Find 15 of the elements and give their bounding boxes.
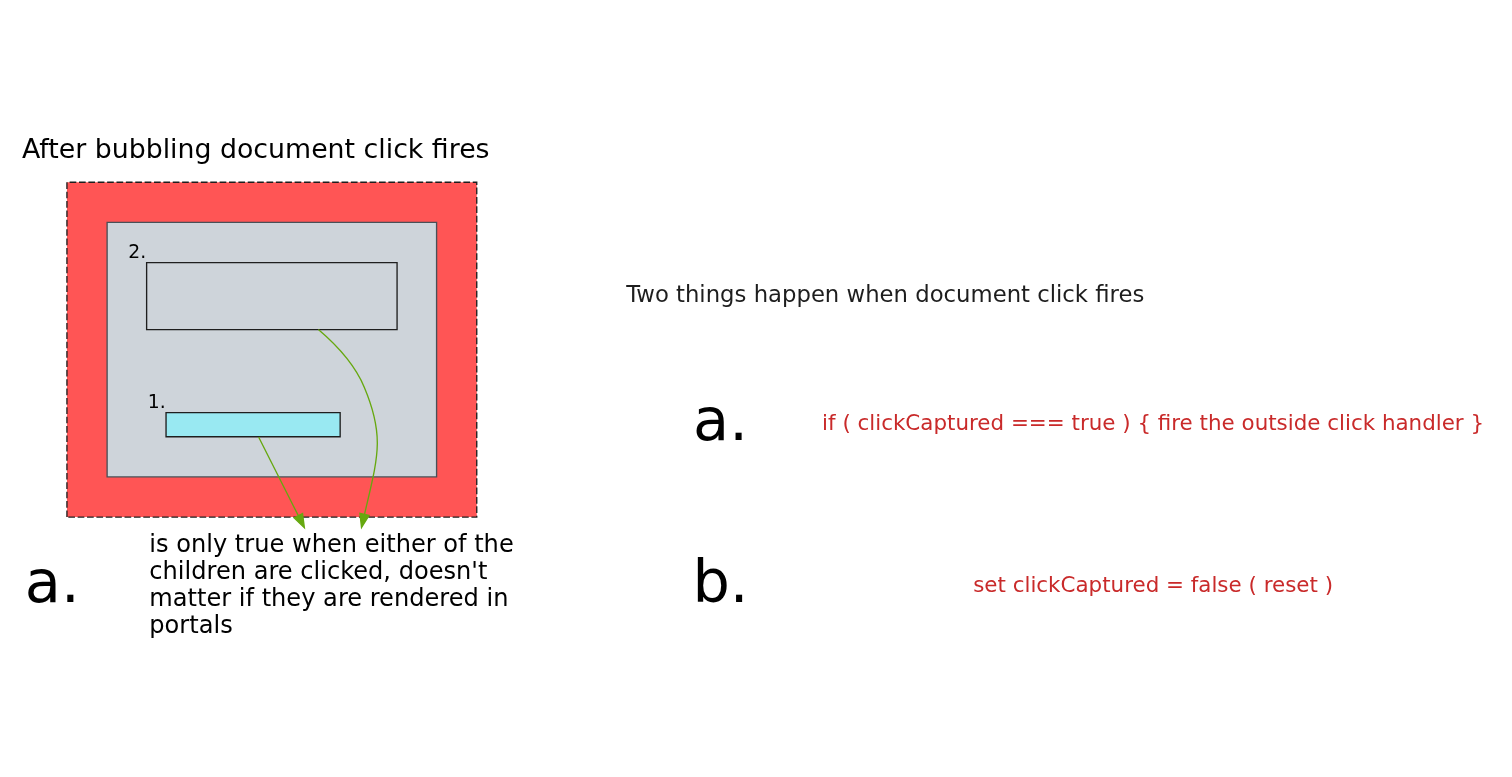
cluster bbox=[106, 221, 438, 478]
label: b. bbox=[692, 546, 749, 616]
label: a. bbox=[24, 546, 80, 616]
arrow bbox=[257, 436, 306, 530]
node-bar bbox=[165, 411, 341, 438]
node-box bbox=[145, 261, 398, 331]
label: set clickCaptured = false ( reset ) bbox=[973, 571, 1334, 597]
label: if ( clickCaptured === true ) { fire the outside click handler } bbox=[822, 409, 1485, 435]
label: a. bbox=[693, 384, 748, 454]
arrow bbox=[317, 328, 378, 530]
node-label: 2. bbox=[128, 240, 147, 262]
diagram-title: After bubbling document click fires bbox=[21, 133, 490, 165]
label: Two things happen when document click fires bbox=[626, 280, 1145, 307]
node-label: 1. bbox=[147, 390, 166, 412]
node-text: is only true when either of the children are clicked, doesn't matter if they are rendered in portals bbox=[149, 530, 514, 639]
